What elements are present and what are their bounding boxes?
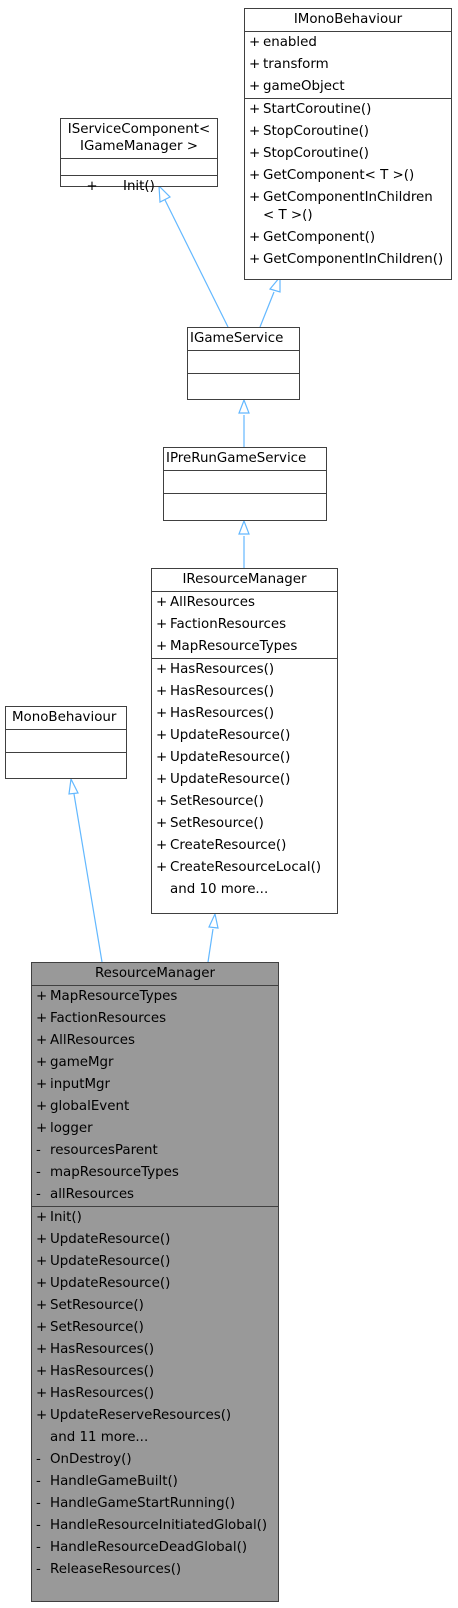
method-row: +SetResource()	[36, 1298, 144, 1313]
method-row: +HasResources()	[36, 1364, 155, 1379]
attribute-row: +globalEvent	[36, 1099, 130, 1114]
method-row: +SetResource()	[156, 794, 264, 809]
attribute-row: +AllResources	[36, 1033, 135, 1048]
class-imonobehaviour: IMonoBehaviour +enabled +transform +game…	[244, 8, 452, 280]
attribute-row: +FactionResources	[36, 1011, 167, 1026]
method-row: +HasResources()	[36, 1386, 155, 1401]
method-row: +Init()	[36, 1210, 82, 1225]
attributes-section	[164, 470, 326, 493]
class-iprerungameservice: IPreRunGameService	[163, 447, 327, 521]
attribute-row: +transform	[249, 57, 329, 72]
attributes-section	[188, 350, 299, 373]
arrowhead-iprerun	[238, 519, 250, 535]
method-row: +Init()	[86, 179, 155, 194]
edge-igameservice-imonobehaviour	[259, 291, 275, 328]
method-row: -OnDestroy()	[36, 1452, 132, 1467]
attribute-row: +gameMgr	[36, 1055, 114, 1070]
arrowhead-iresource	[208, 912, 219, 929]
method-row: -HandleResourceInitiatedGlobal()	[36, 1518, 268, 1533]
attribute-row: +FactionResources	[156, 617, 287, 632]
arrowhead-imonobehaviour	[268, 275, 281, 293]
class-resourcemanager: ResourceManager +MapResourceTypes +Facti…	[31, 962, 279, 1602]
method-row: +StartCoroutine()	[249, 102, 372, 117]
attribute-row: -allResources	[36, 1187, 135, 1202]
method-row: +UpdateResource()	[36, 1276, 171, 1291]
class-title: IGameService	[190, 331, 284, 346]
class-title: MonoBehaviour	[12, 710, 117, 725]
attributes-section: +enabled +transform +gameObject	[245, 31, 451, 98]
methods-section: +Init() +UpdateResource() +UpdateResourc…	[32, 1206, 278, 1581]
attribute-row: -mapResourceTypes	[36, 1165, 179, 1180]
method-row: +CreateResource()	[156, 838, 287, 853]
method-row: +HasResources()	[156, 684, 275, 699]
class-title: ResourceManager	[94, 966, 216, 981]
attribute-row: +AllResources	[156, 595, 255, 610]
arrowhead-igameservice	[238, 398, 250, 414]
method-row: +UpdateResource()	[36, 1232, 171, 1247]
edge-igameservice-iservicecomponent	[164, 199, 229, 328]
methods-section	[164, 493, 326, 516]
class-title: IPreRunGameService	[166, 451, 307, 466]
attribute-row: +enabled	[249, 35, 317, 50]
attributes-section: +AllResources +FactionResources +MapReso…	[152, 591, 337, 658]
attributes-section: +MapResourceTypes +FactionResources +All…	[32, 985, 278, 1206]
method-row: +StopCoroutine()	[249, 124, 370, 139]
method-row: +UpdateResource()	[156, 750, 291, 765]
method-row: +UpdateResource()	[156, 728, 291, 743]
attribute-row: -resourcesParent	[36, 1143, 158, 1158]
attributes-section	[6, 729, 126, 752]
method-row: +SetResource()	[36, 1320, 144, 1335]
methods-section: +HasResources() +HasResources() +HasReso…	[152, 658, 337, 901]
method-row: +UpdateResource()	[36, 1254, 171, 1269]
method-row: +StopCoroutine()	[249, 146, 370, 161]
more-link: and 11 more...	[50, 1430, 149, 1445]
method-row: +SetResource()	[156, 816, 264, 831]
attribute-row: +logger	[36, 1121, 93, 1136]
arrowhead-iservicecomponent	[158, 184, 172, 203]
method-row: +GetComponent()	[249, 230, 376, 245]
method-row: -HandleGameStartRunning()	[36, 1496, 236, 1511]
methods-section	[188, 373, 299, 396]
class-iresourcemanager: IResourceManager +AllResources +FactionR…	[151, 568, 338, 914]
method-row: +UpdateResource()	[156, 772, 291, 787]
method-row: +GetComponentInChildren()	[249, 252, 444, 267]
method-row: +HasResources()	[156, 662, 275, 677]
class-title: IServiceComponent<IGameManager >	[67, 122, 211, 154]
method-row: +HasResources()	[156, 706, 275, 721]
attribute-row: +MapResourceTypes	[156, 639, 298, 654]
class-iservicecomponent: IServiceComponent<IGameManager > +Init()	[60, 118, 218, 194]
attributes-section	[61, 158, 217, 175]
attribute-row: +inputMgr	[36, 1077, 111, 1092]
class-title: IResourceManager	[182, 572, 307, 587]
class-igameservice: IGameService	[187, 327, 300, 400]
method-row: -HandleResourceDeadGlobal()	[36, 1540, 248, 1555]
method-row: +GetComponentInChildren< T >()	[249, 190, 433, 223]
methods-section: +Init()	[61, 175, 217, 198]
class-monobehaviour: MonoBehaviour	[5, 706, 127, 779]
method-row: +GetComponent< T >()	[249, 168, 415, 183]
attribute-row: +gameObject	[249, 79, 345, 94]
method-row: -ReleaseResources()	[36, 1562, 182, 1577]
attribute-row: +MapResourceTypes	[36, 989, 178, 1004]
more-link: and 10 more...	[170, 882, 269, 897]
methods-section	[6, 752, 126, 775]
edge-resourcemanager-monobehaviour	[73, 793, 103, 963]
method-row: -HandleGameBuilt()	[36, 1474, 178, 1489]
method-row: +CreateResourceLocal()	[156, 860, 322, 875]
methods-section: +StartCoroutine() +StopCoroutine() +Stop…	[245, 98, 451, 271]
class-title: IMonoBehaviour	[293, 12, 403, 27]
method-row: +HasResources()	[36, 1342, 155, 1357]
edge-resourcemanager-iresource	[207, 928, 214, 963]
method-row: +UpdateReserveResources()	[36, 1408, 232, 1423]
arrowhead-monobehaviour	[68, 776, 79, 795]
